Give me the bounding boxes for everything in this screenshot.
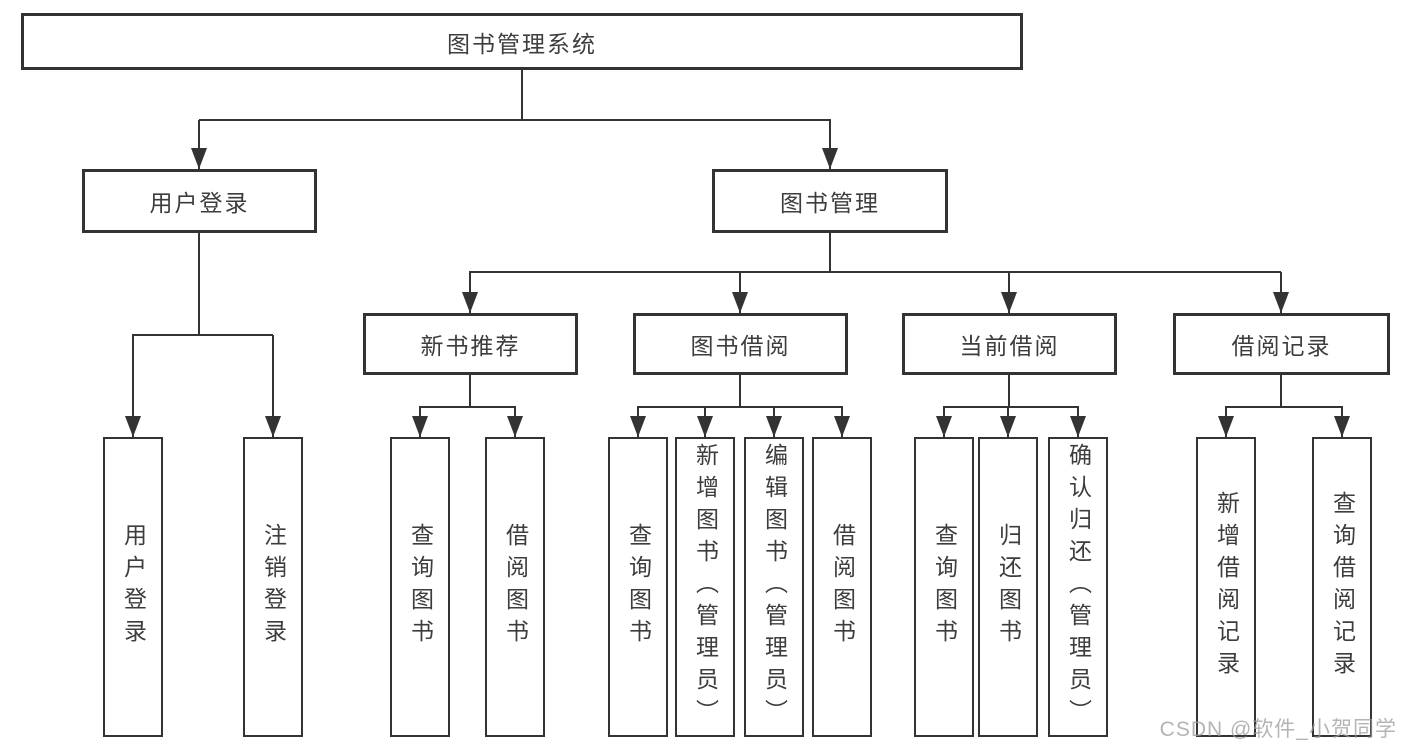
leaf-user-login-label: 用户登录 xyxy=(120,523,147,651)
leaf-logout-label: 注销登录 xyxy=(260,523,287,651)
arrow-to-book-mgmt xyxy=(822,120,838,169)
connector-current-borrow-stem xyxy=(1008,375,1010,407)
leaf-borrow-edit: 编辑图书（管理员） xyxy=(744,437,804,737)
node-user-login: 用户登录 xyxy=(82,169,317,233)
arrow-to-borrow-edit xyxy=(766,407,782,437)
leaf-newbook-borrow: 借阅图书 xyxy=(485,437,545,737)
arrow-to-book-borrow xyxy=(732,272,748,313)
arrow-to-borrow-add xyxy=(697,407,713,437)
leaf-current-query: 查询图书 xyxy=(914,437,974,737)
arrow-to-current-confirm xyxy=(1070,407,1086,437)
leaf-current-return-label: 归还图书 xyxy=(995,523,1022,651)
leaf-newbook-borrow-label: 借阅图书 xyxy=(502,523,529,651)
connector-borrow-records-split xyxy=(1225,406,1343,408)
node-book-borrow-label: 图书借阅 xyxy=(690,333,791,359)
connector-root-stem xyxy=(521,70,523,120)
leaf-borrow-query-label: 查询图书 xyxy=(625,523,652,651)
leaf-user-login: 用户登录 xyxy=(103,437,163,737)
connector-user-login-split xyxy=(132,334,273,336)
arrow-to-borrow-query xyxy=(630,407,646,437)
leaf-borrow-add: 新增图书（管理员） xyxy=(675,437,735,737)
connector-book-mgmt-stem xyxy=(829,233,831,272)
connector-borrow-records-stem xyxy=(1280,375,1282,407)
connector-new-book-split xyxy=(419,406,516,408)
connector-book-borrow-stem xyxy=(739,375,741,407)
leaf-records-query-label: 查询借阅记录 xyxy=(1329,491,1356,683)
leaf-current-query-label: 查询图书 xyxy=(931,523,958,651)
arrow-to-records-query xyxy=(1334,407,1350,437)
arrow-to-newbook-borrow xyxy=(507,407,523,437)
arrow-to-borrow-records xyxy=(1273,272,1289,313)
arrow-to-borrow-borrow xyxy=(834,407,850,437)
leaf-borrow-query: 查询图书 xyxy=(608,437,668,737)
node-root-label: 图书管理系统 xyxy=(447,30,597,57)
node-new-book-label: 新书推荐 xyxy=(420,333,521,359)
leaf-newbook-query: 查询图书 xyxy=(390,437,450,737)
node-book-mgmt: 图书管理 xyxy=(712,169,948,233)
node-user-login-label: 用户登录 xyxy=(149,190,250,216)
connector-book-borrow-split xyxy=(637,406,843,408)
node-borrow-records: 借阅记录 xyxy=(1173,313,1390,375)
leaf-borrow-add-label: 新增图书（管理员） xyxy=(692,443,719,731)
leaf-borrow-edit-label: 编辑图书（管理员） xyxy=(761,443,788,731)
arrow-to-leaf-user-login xyxy=(125,335,141,437)
connector-current-borrow-split xyxy=(943,406,1079,408)
arrow-to-newbook-query xyxy=(412,407,428,437)
leaf-current-confirm: 确认归还（管理员） xyxy=(1048,437,1108,737)
leaf-borrow-borrow-label: 借阅图书 xyxy=(829,523,856,651)
leaf-current-confirm-label: 确认归还（管理员） xyxy=(1065,443,1092,731)
arrow-to-leaf-logout xyxy=(265,335,281,437)
node-current-borrow-label: 当前借阅 xyxy=(959,333,1060,359)
node-book-mgmt-label: 图书管理 xyxy=(780,190,880,216)
node-root: 图书管理系统 xyxy=(21,13,1023,70)
arrow-to-new-book xyxy=(462,272,478,313)
arrow-to-current-return xyxy=(1000,407,1016,437)
leaf-newbook-query-label: 查询图书 xyxy=(407,523,434,651)
arrow-to-current-borrow xyxy=(1001,272,1017,313)
leaf-logout: 注销登录 xyxy=(243,437,303,737)
leaf-records-add: 新增借阅记录 xyxy=(1196,437,1256,737)
connector-new-book-stem xyxy=(469,375,471,407)
connector-user-login-stem xyxy=(198,233,200,335)
leaf-borrow-borrow: 借阅图书 xyxy=(812,437,872,737)
csdn-watermark: CSDN @软件_小贺同学 xyxy=(1159,718,1397,741)
node-current-borrow: 当前借阅 xyxy=(902,313,1117,375)
connector-book-mgmt-split xyxy=(469,271,1281,273)
node-book-borrow: 图书借阅 xyxy=(633,313,848,375)
connector-root-split xyxy=(199,119,831,121)
leaf-records-query: 查询借阅记录 xyxy=(1312,437,1372,737)
arrow-to-current-query xyxy=(936,407,952,437)
node-borrow-records-label: 借阅记录 xyxy=(1231,333,1332,359)
node-new-book: 新书推荐 xyxy=(363,313,578,375)
leaf-records-add-label: 新增借阅记录 xyxy=(1213,491,1240,683)
arrow-to-user-login xyxy=(191,120,207,169)
leaf-current-return: 归还图书 xyxy=(978,437,1038,737)
arrow-to-records-add xyxy=(1218,407,1234,437)
